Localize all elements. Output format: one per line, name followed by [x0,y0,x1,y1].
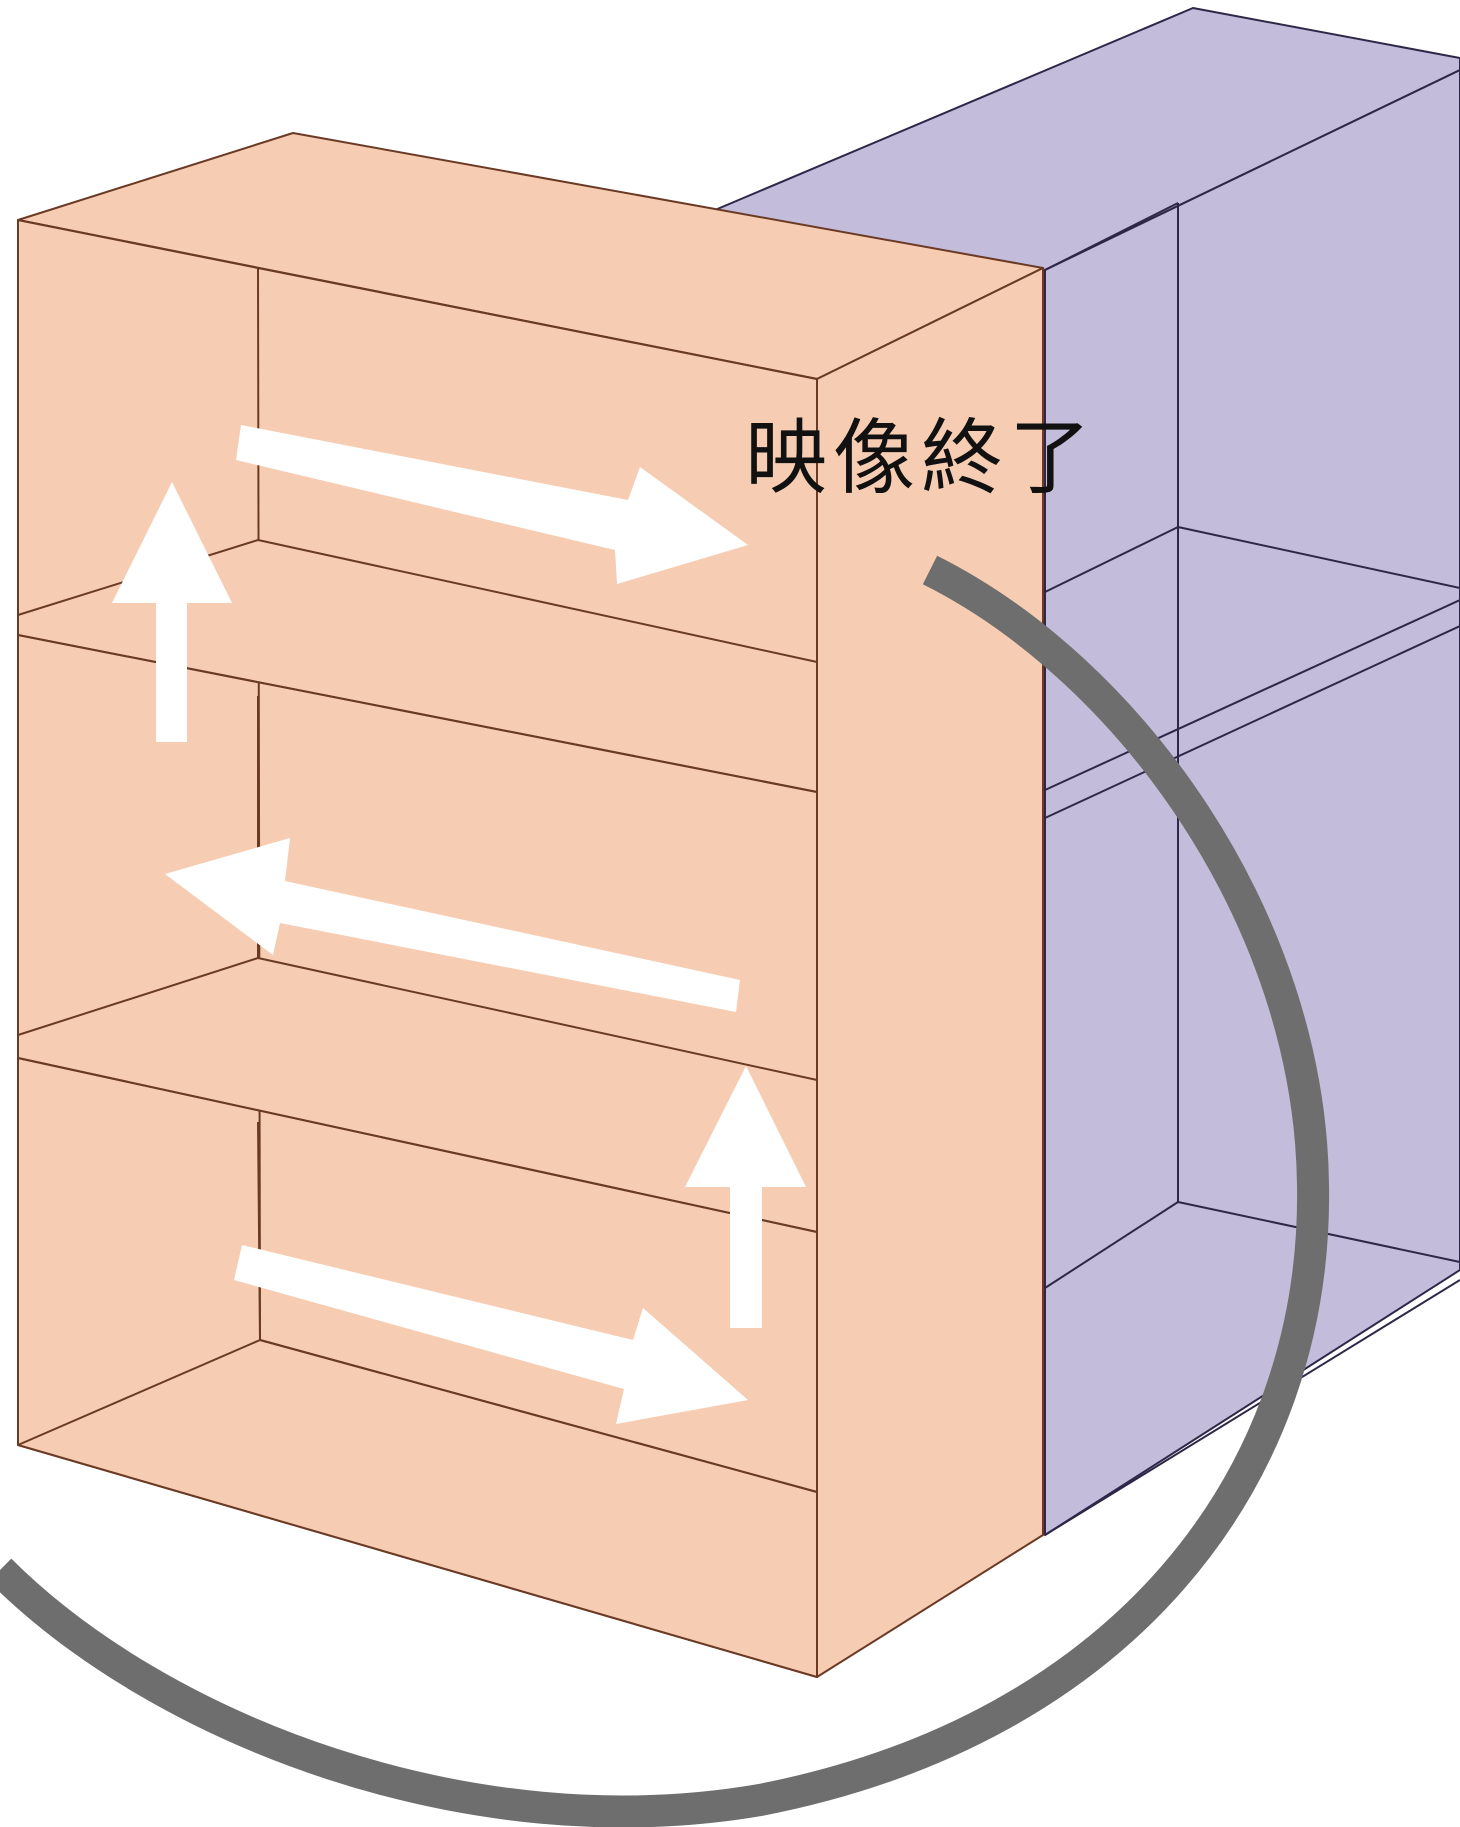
back-shelf-unit [714,7,1460,1536]
back-shelf-side [1044,69,1460,1536]
front-shelf-inner-top [17,219,259,269]
arrow-up-icon [685,1066,806,1328]
back-shelf-board-1b [1177,526,1460,589]
arrow-right-icon [236,425,748,584]
front-shelf-board-1-edge [17,634,818,793]
front-shelf-inner-corner-3 [257,1121,261,1341]
front-shelf-inner-top-2 [257,267,818,380]
arrow-right-icon [234,1245,748,1424]
front-shelf-unit [17,132,1044,1678]
back-shelf-board-1a [1044,526,1179,593]
back-shelf-floor [1044,1279,1460,1536]
front-shelf-board-2-edge [17,1057,818,1233]
arrow-up-icon [112,482,232,742]
back-shelf-top-inner [1044,202,1179,271]
movement-arrows [112,425,806,1424]
back-shelf-bottom-a [1044,1201,1179,1289]
video-end-label: 映像終了 [745,411,1098,506]
back-shelf-board-2b [1044,625,1460,819]
front-shelf-floor-edge [259,1339,818,1493]
arrow-left-icon [165,838,740,1012]
back-shelf-board-2a [1044,599,1460,791]
front-shelf-board-2-top [17,957,818,1233]
curved-return-arc-icon [0,555,1330,1827]
